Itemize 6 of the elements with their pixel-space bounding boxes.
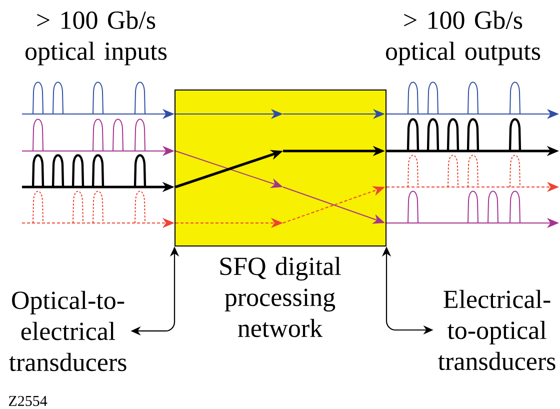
heading: > 100 Gb/s optical inputs <box>26 10 167 66</box>
heading: > 100 Gb/s optical outputs <box>386 10 540 66</box>
transducer-label: Optical-to- electrical transducers <box>9 290 126 372</box>
box-label: SFQ digital processing network <box>220 256 341 338</box>
figure-number: Z2554 <box>8 396 48 406</box>
transducer-label: Electrical- to-optical transducers <box>438 290 556 370</box>
